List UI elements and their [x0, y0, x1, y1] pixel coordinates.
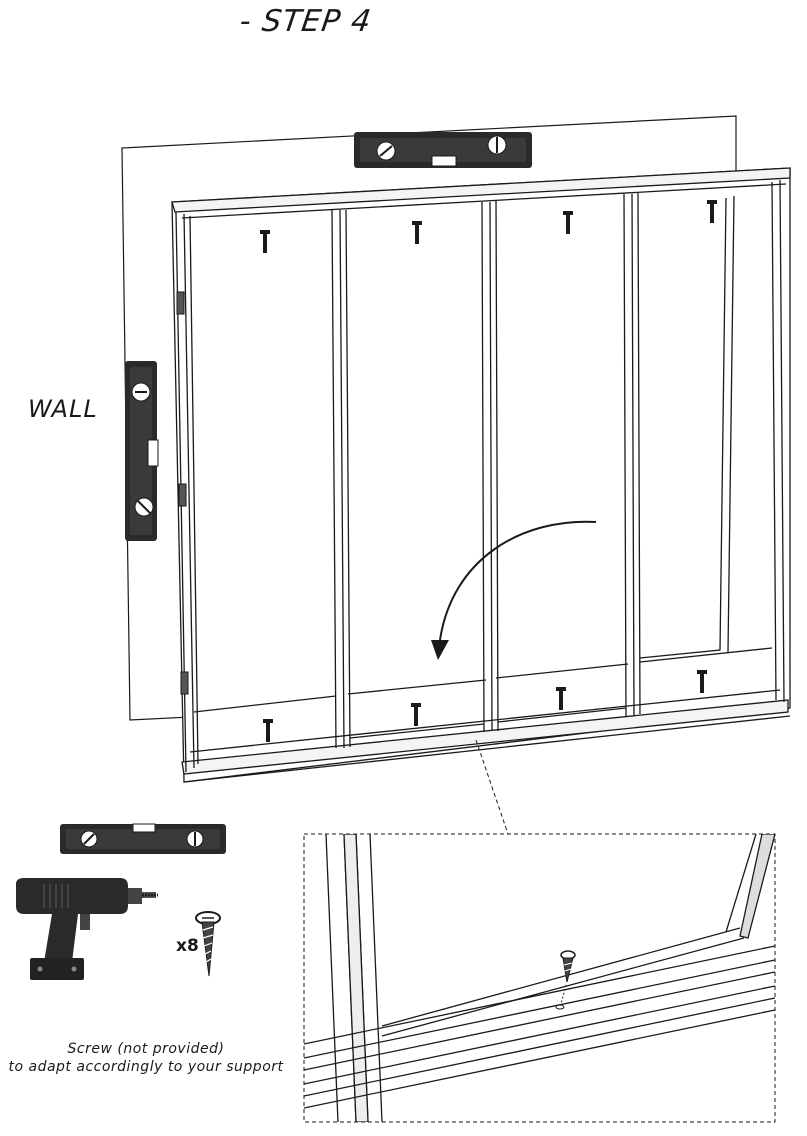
- rotation-arrow-icon: [431, 520, 597, 660]
- screw-note-line-2: to adapt accordingly to your support: [8, 1059, 284, 1075]
- screw-note-line-1: Screw (not provided): [67, 1041, 225, 1057]
- spirit-level-icon: [60, 823, 226, 854]
- detail-leader-line: [475, 739, 509, 835]
- frame-stud: [481, 200, 499, 733]
- screw-icon: [260, 200, 717, 742]
- frame-stud: [331, 209, 351, 749]
- wall-frame: [171, 167, 791, 783]
- frame-stud: [623, 192, 641, 717]
- hinge: [176, 291, 189, 695]
- detail-view: [303, 833, 776, 1123]
- drill-icon: [16, 878, 158, 980]
- screw-count-label: x8: [176, 936, 199, 956]
- wall-label: WALL: [28, 395, 98, 423]
- screw-icon: [195, 911, 221, 977]
- screw-icon: [555, 950, 576, 1010]
- spirit-level-icon: [354, 132, 532, 168]
- spirit-level-icon: [125, 361, 159, 541]
- screw-note: Screw (not provided) to adapt accordingl…: [0, 1040, 292, 1076]
